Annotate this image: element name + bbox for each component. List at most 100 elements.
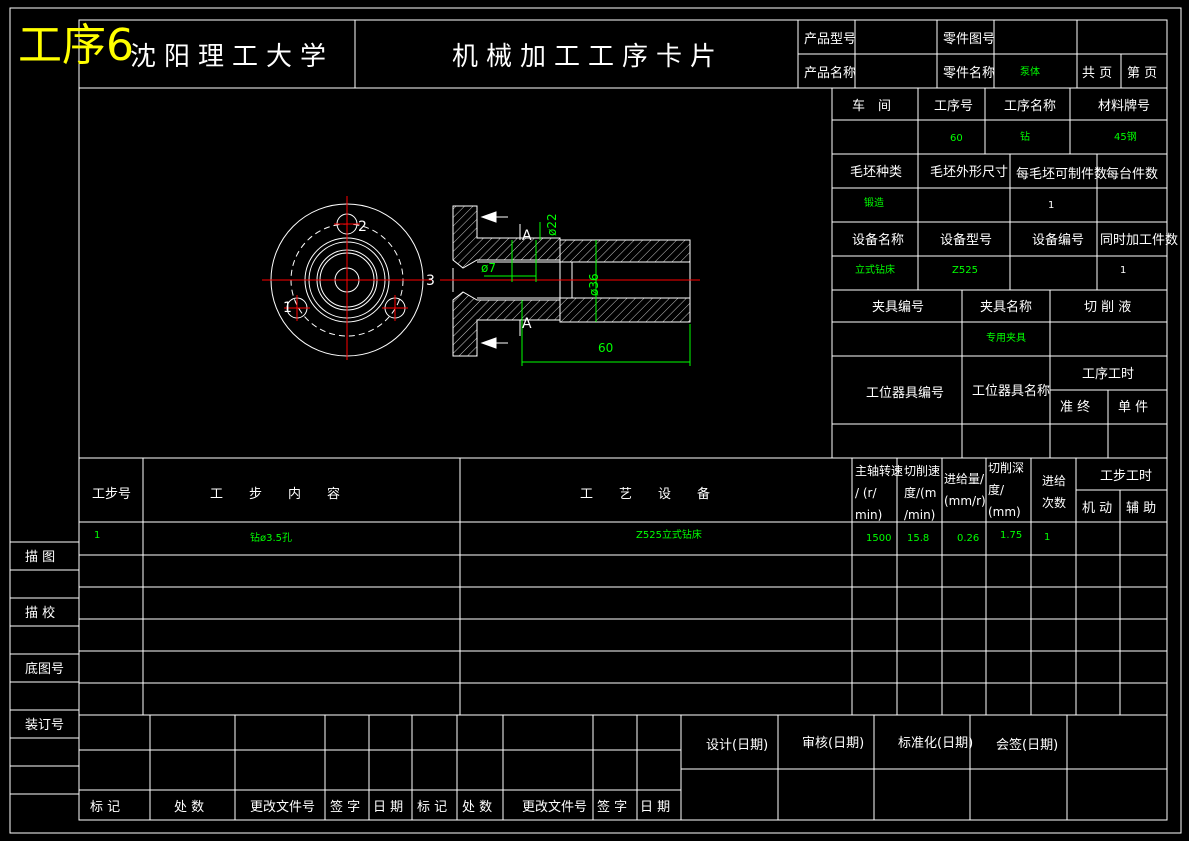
feed-header-2: (mm/r) (944, 494, 986, 508)
footer-count-1: 处 数 (174, 800, 204, 815)
equip-model-value: Z525 (952, 265, 978, 276)
fixture-no-label: 夹具编号 (872, 300, 924, 315)
fixture-name-value: 专用夹具 (986, 331, 1026, 344)
university-name: 沈阳理工大学 (130, 42, 334, 72)
product-model-label: 产品型号 (804, 32, 856, 47)
standard-label: 标准化(日期) (898, 736, 973, 751)
op-name-label: 工序名称 (1004, 98, 1056, 114)
mark-3: 3 (426, 273, 435, 289)
per-unit-label: 每台件数 (1106, 166, 1158, 182)
dim-36: ø36 (587, 273, 601, 296)
spindle-header-1: 主轴转速 (855, 463, 903, 478)
equip-name-value: 立式钻床 (855, 263, 895, 276)
equip-name-label: 设备名称 (852, 232, 904, 248)
trace-label: 描 图 (25, 550, 55, 565)
per-blank-label: 每毛坯可制件数 (1016, 166, 1107, 182)
feed-header-1: 进给量/ (944, 472, 985, 486)
op-no-value: 60 (950, 133, 963, 144)
page-label: 第 页 (1127, 66, 1157, 81)
footer-sign-1: 签 字 (330, 799, 360, 815)
dim-22: ø22 (545, 213, 559, 236)
station-tool-name-label: 工位器具名称 (972, 383, 1050, 399)
countersign-label: 会签(日期) (996, 737, 1058, 753)
coolant-label: 切 削 液 (1084, 300, 1131, 315)
part-name-label: 零件名称 (943, 65, 995, 81)
cut-speed-header-2: 度/(m (904, 485, 936, 500)
row1-passes: 1 (1044, 532, 1050, 543)
machine-time-header: 机 动 (1082, 501, 1112, 516)
row1-feed: 0.26 (957, 533, 979, 544)
dim-60: 60 (598, 341, 613, 355)
row1-depth: 1.75 (1000, 530, 1022, 541)
simul-value: 1 (1120, 265, 1126, 276)
depth-header-1: 切削深 (988, 461, 1024, 475)
equipment-header: 工 艺 设 备 (580, 486, 710, 502)
mark-1: 1 (283, 300, 292, 316)
depth-header-3: (mm) (988, 505, 1021, 519)
spindle-header-3: min) (855, 508, 882, 522)
info-panel: 车 间 工序号 工序名称 材料牌号 60 钻 45钢 毛坯种类 毛坯外形尺寸 每… (850, 98, 1178, 415)
footer-date-1: 日 期 (373, 800, 403, 815)
depth-header-2: 度/ (988, 482, 1005, 497)
workshop-label: 车 间 (852, 98, 891, 114)
cut-speed-header-1: 切削速 (904, 464, 940, 478)
row1-equipment: Z525立式钻床 (636, 528, 702, 541)
equip-model-label: 设备型号 (940, 232, 992, 248)
prep-final-label: 准 终 (1060, 399, 1090, 415)
section-mark-bottom: A (522, 316, 532, 332)
station-tool-no-label: 工位器具编号 (866, 386, 944, 401)
footer-count-2: 处 数 (462, 800, 492, 815)
side-column: 描 图 描 校 底图号 装订号 (25, 550, 64, 733)
footer-mark-1: 标 记 (90, 800, 120, 815)
aux-time-header: 辅 助 (1126, 501, 1156, 516)
blank-type-value: 锻造 (864, 196, 884, 209)
design-label: 设计(日期) (706, 738, 768, 753)
base-no-label: 底图号 (25, 661, 64, 677)
overlay-title: 工序6 (18, 20, 134, 71)
footer-date-2: 日 期 (640, 800, 670, 815)
footer-sign-2: 签 字 (597, 799, 627, 815)
dim-7: ø7 (481, 261, 496, 275)
equip-no-label: 设备编号 (1032, 232, 1084, 248)
footer-mark-2: 标 记 (417, 800, 447, 815)
review-label: 审核(日期) (802, 736, 864, 751)
op-no-label: 工序号 (934, 99, 973, 114)
row1-step-no: 1 (94, 530, 100, 541)
unit-time-label: 单 件 (1118, 400, 1148, 415)
cut-speed-header-3: /min) (904, 508, 935, 522)
passes-header-1: 进给 (1042, 474, 1066, 488)
material-value: 45钢 (1114, 130, 1137, 143)
simul-label: 同时加工件数 (1100, 233, 1178, 248)
part-drawing-no-label: 零件图号 (943, 32, 995, 47)
per-blank-value: 1 (1048, 200, 1054, 211)
part-drawing: 2 1 3 60 (262, 196, 700, 366)
footer-change-doc-2: 更改文件号 (522, 800, 587, 815)
product-name-label: 产品名称 (804, 65, 856, 81)
mark-2: 2 (358, 219, 367, 235)
step-content-header: 工 步 内 容 (210, 486, 340, 502)
op-name-value: 钻 (1020, 130, 1030, 143)
footer-change-doc-1: 更改文件号 (250, 800, 315, 815)
row1-content: 钻ø3.5孔 (250, 531, 292, 544)
row1-speed: 15.8 (907, 533, 929, 544)
step-no-header: 工步号 (92, 487, 131, 502)
fixture-name-label: 夹具名称 (980, 299, 1032, 315)
blank-type-label: 毛坯种类 (850, 165, 902, 180)
passes-header-2: 次数 (1042, 495, 1066, 510)
binding-no-label: 装订号 (25, 718, 64, 733)
step-table: 工步号 工 步 内 容 工 艺 设 备 主轴转速 / (r/ min) 切削速 … (92, 461, 1156, 544)
footer: 标 记 处 数 更改文件号 签 字 日 期 标 记 处 数 更改文件号 签 字 … (90, 736, 1058, 815)
part-name-value: 泵体 (1020, 66, 1040, 78)
step-time-header: 工步工时 (1100, 469, 1152, 484)
total-pages-label: 共 页 (1082, 66, 1112, 81)
header-texts: 沈阳理工大学 机械加工工序卡片 产品型号 零件图号 产品名称 零件名称 泵体 共… (130, 32, 1157, 81)
op-time-label: 工序工时 (1082, 367, 1134, 382)
spindle-header-2: / (r/ (855, 486, 877, 500)
blank-size-label: 毛坯外形尺寸 (930, 165, 1008, 180)
material-label: 材料牌号 (1098, 98, 1150, 114)
hole-markers: 2 1 3 (283, 219, 435, 316)
frame-lines (9, 7, 1182, 834)
proof-label: 描 校 (25, 605, 55, 621)
card-title: 机械加工工序卡片 (452, 42, 724, 72)
